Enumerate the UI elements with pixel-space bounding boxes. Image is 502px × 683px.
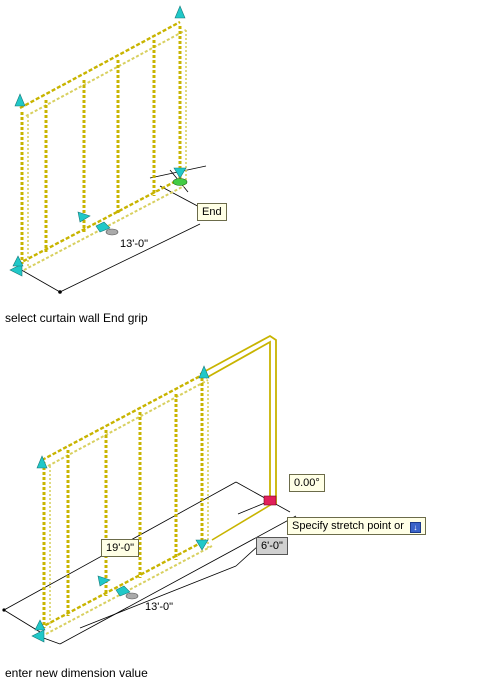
dimension-text-step2: 13'-0" xyxy=(145,601,174,613)
angle-input[interactable]: 0.00° xyxy=(289,474,325,492)
grip-end-arrow xyxy=(173,167,187,179)
grip-width xyxy=(125,592,139,600)
grips[interactable] xyxy=(9,5,188,277)
length-input[interactable]: 19'-0" xyxy=(101,539,140,557)
grip-location xyxy=(95,221,111,233)
grip-top-right xyxy=(198,365,210,379)
dimension-lines xyxy=(3,481,297,645)
curtain-wall-drawing-step1 xyxy=(9,5,207,294)
prompt-text: Specify stretch point or xyxy=(292,520,404,532)
stretch-preview-frame xyxy=(199,334,277,504)
grip-location xyxy=(115,585,131,597)
grip-bottom-left-arrow xyxy=(31,629,45,643)
grip-bottom-left-up xyxy=(12,255,24,267)
grip-top-right xyxy=(174,5,186,19)
grip-top-left xyxy=(14,93,26,107)
offset-input[interactable]: 6'-0" xyxy=(256,537,288,555)
grip-bottom-left-up xyxy=(34,619,46,631)
grip-mid-arrow xyxy=(97,575,111,587)
grips[interactable] xyxy=(31,365,277,643)
grip-bottom-left-arrow xyxy=(9,263,23,277)
caption-step1: select curtain wall End grip xyxy=(5,311,148,325)
down-arrow-icon[interactable]: ↓ xyxy=(409,522,421,533)
grip-top-left xyxy=(36,455,48,469)
active-stretch-grip xyxy=(263,495,277,506)
grip-tooltip-end: End xyxy=(197,203,227,221)
dimension-text-step1: 13'-0" xyxy=(120,238,149,250)
grip-end-selected xyxy=(172,178,188,186)
grip-width xyxy=(105,228,119,236)
grip-end-arrow xyxy=(195,539,209,551)
command-prompt-tooltip: Specify stretch point or ↓ xyxy=(287,517,426,535)
grip-mid-arrow xyxy=(77,211,91,223)
caption-step2: enter new dimension value xyxy=(5,666,148,680)
curtain-wall-frame xyxy=(39,372,273,635)
